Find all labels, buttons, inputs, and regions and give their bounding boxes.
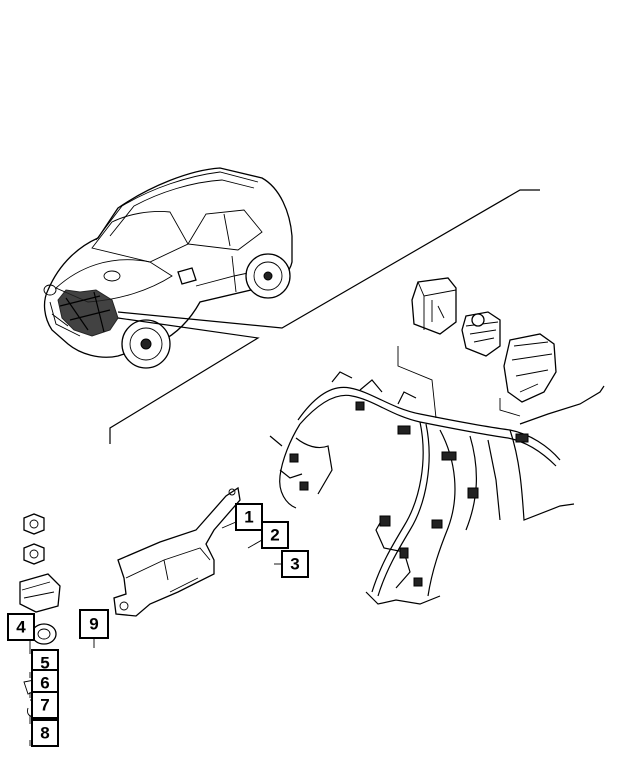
- callout-label-7: 7: [40, 696, 49, 715]
- wiring-harness: [269, 371, 605, 605]
- callout-label-2: 2: [270, 526, 279, 545]
- callout-leaders: [29, 521, 282, 746]
- callout-2: 2: [261, 521, 289, 549]
- callout-label-5: 5: [40, 654, 49, 673]
- callout-label-1: 1: [244, 508, 253, 527]
- callout-8: 8: [31, 719, 59, 747]
- zoom-leader-lines: [109, 189, 540, 444]
- callout-label-3: 3: [290, 555, 299, 574]
- small-parts: [19, 513, 61, 717]
- callout-label-4: 4: [16, 618, 26, 637]
- vehicle-illustration: [43, 167, 293, 369]
- control-modules: [397, 277, 557, 419]
- callout-9: 9: [79, 609, 109, 639]
- callout-4: 4: [7, 613, 35, 641]
- callout-label-6: 6: [40, 674, 49, 693]
- callout-label-8: 8: [40, 724, 49, 743]
- callout-label-9: 9: [89, 615, 98, 634]
- mounting-bracket: [113, 486, 241, 617]
- callout-3: 3: [281, 550, 309, 578]
- callout-1: 1: [235, 503, 263, 531]
- callout-7: 7: [31, 691, 59, 719]
